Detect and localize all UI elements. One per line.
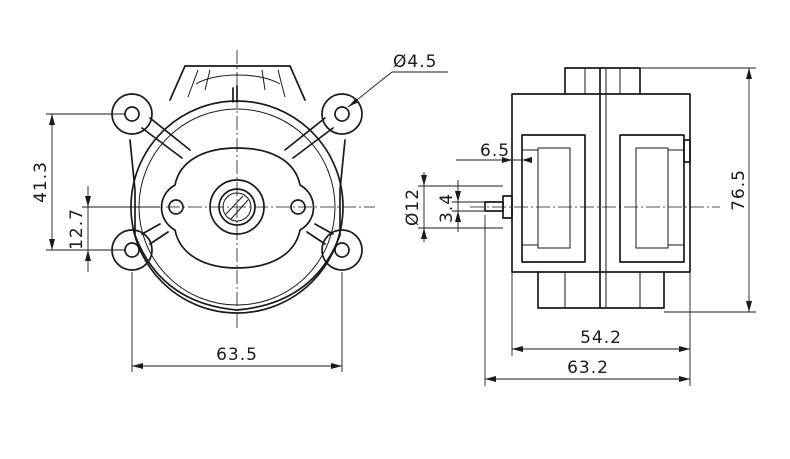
central-flange	[160, 147, 315, 269]
label-hole-spacing-horizontal: 63.5	[216, 345, 258, 365]
bottom-cap	[537, 271, 665, 309]
shaft-flat-hatch	[225, 195, 249, 220]
front-view-dimensions: Ø4.5 41.3 12.7 63.5	[31, 52, 448, 372]
housing-outline	[129, 139, 346, 311]
label-groove-width: 6.5	[480, 141, 510, 161]
shaft	[218, 188, 256, 226]
label-shaft-diameter: Ø12	[403, 188, 423, 226]
label-shaft-flat: 3.4	[437, 193, 457, 223]
label-center-offset: 12.7	[67, 208, 87, 250]
flange-hole-right	[290, 199, 306, 215]
right-tab	[683, 139, 691, 163]
main-body	[511, 93, 691, 273]
mounting-lug-top-right	[321, 93, 363, 135]
front-view	[100, 50, 375, 330]
shaft-boss	[209, 179, 265, 235]
side-shaft	[484, 201, 504, 212]
label-hole-spacing-vertical: 41.3	[31, 161, 51, 203]
mounting-lug-bottom-right	[321, 229, 363, 271]
side-view	[470, 67, 720, 309]
right-cavity	[619, 134, 685, 263]
top-cap	[564, 67, 641, 95]
side-view-dimensions: 6.5 Ø12 3.4 76.5 54.2 63.	[403, 67, 756, 386]
flange-hole-left	[168, 199, 184, 215]
label-body-depth: 54.2	[580, 328, 622, 348]
label-body-height: 76.5	[729, 169, 749, 211]
lug-ribs	[141, 117, 334, 245]
top-fins	[169, 65, 306, 101]
left-cavity	[521, 134, 586, 263]
label-overall-depth: 63.2	[567, 358, 609, 378]
label-hole-diameter: Ø4.5	[393, 52, 437, 72]
